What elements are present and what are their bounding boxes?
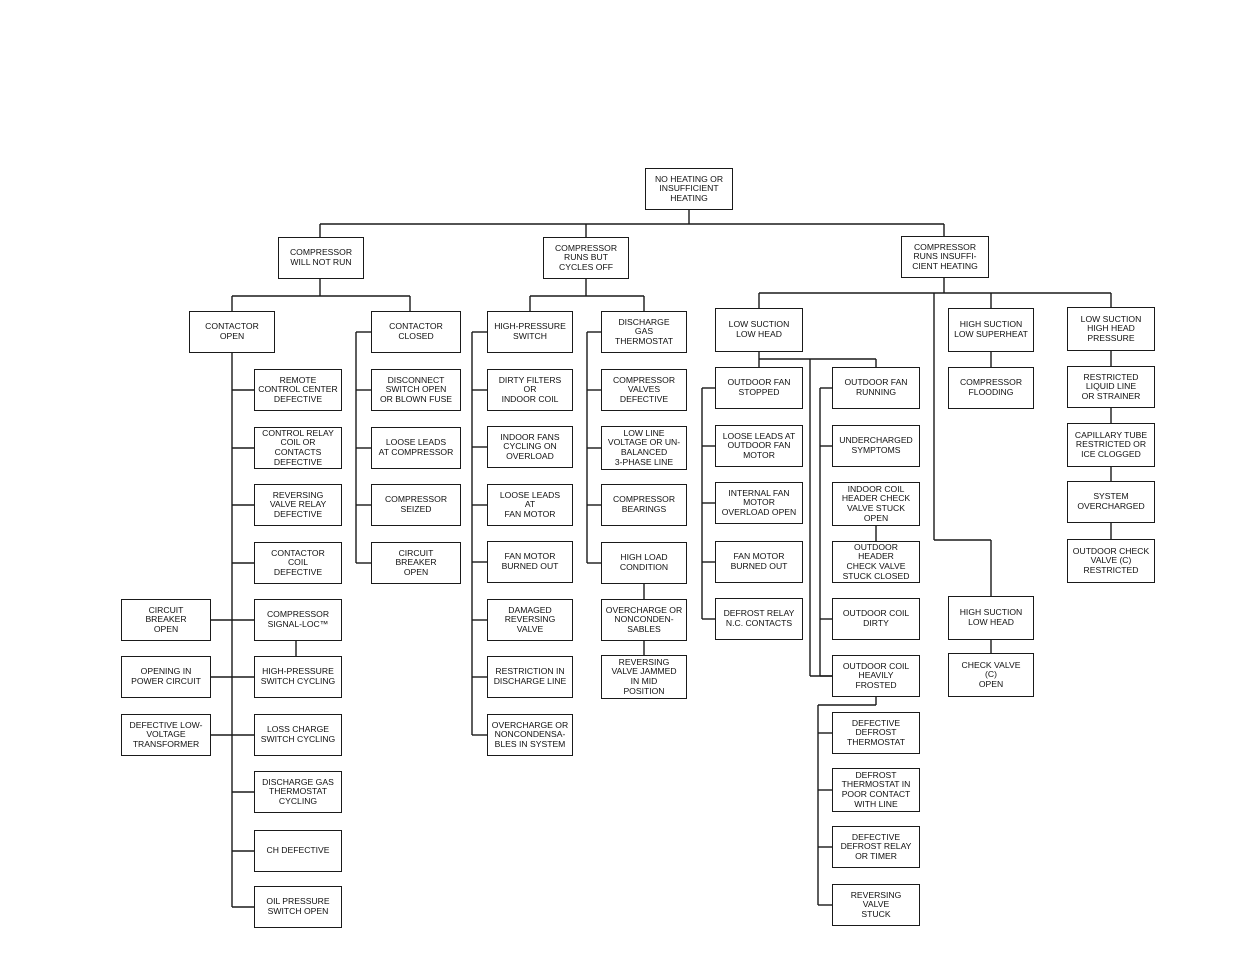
node-loss-charge-switch: LOSS CHARGE SWITCH CYCLING [254, 714, 342, 756]
node-high-load-condition: HIGH LOAD CONDITION [601, 542, 687, 584]
node-oil-pressure-switch: OIL PRESSURE SWITCH OPEN [254, 886, 342, 928]
node-overcharge-system: OVERCHARGE OR NONCONDENSA- BLES IN SYSTE… [487, 714, 573, 756]
node-restricted-liquid-line: RESTRICTED LIQUID LINE OR STRAINER [1067, 366, 1155, 408]
node-defrost-thermostat-poor-contact: DEFROST THERMOSTAT IN POOR CONTACT WITH … [832, 768, 920, 812]
node-outdoor-fan-stopped: OUTDOOR FAN STOPPED [715, 367, 803, 409]
node-no-heating: NO HEATING OR INSUFFICIENT HEATING [645, 168, 733, 210]
node-discharge-gas-thermostat: DISCHARGE GAS THERMOSTAT [601, 311, 687, 353]
node-compressor-signal-loc: COMPRESSOR SIGNAL-LOC™ [254, 599, 342, 641]
node-fan-motor-burned-out-outdoor: FAN MOTOR BURNED OUT [715, 541, 803, 583]
node-ch-defective: CH DEFECTIVE [254, 830, 342, 872]
node-high-suction-low-head: HIGH SUCTION LOW HEAD [948, 596, 1034, 640]
node-loose-leads-outdoor-fan: LOOSE LEADS AT OUTDOOR FAN MOTOR [715, 425, 803, 467]
node-dirty-filters: DIRTY FILTERS OR INDOOR COIL [487, 369, 573, 411]
node-defrost-relay-nc: DEFROST RELAY N.C. CONTACTS [715, 598, 803, 640]
node-loose-leads-compressor: LOOSE LEADS AT COMPRESSOR [371, 427, 461, 469]
node-outdoor-coil-frosted: OUTDOOR COIL HEAVILY FROSTED [832, 655, 920, 697]
node-damaged-reversing-valve: DAMAGED REVERSING VALVE [487, 599, 573, 641]
node-contactor-open: CONTACTOR OPEN [189, 311, 275, 353]
node-circuit-breaker-open-left: CIRCUIT BREAKER OPEN [121, 599, 211, 641]
node-compressor-bearings: COMPRESSOR BEARINGS [601, 484, 687, 526]
node-reversing-valve-stuck: REVERSING VALVE STUCK [832, 884, 920, 926]
node-compressor-seized: COMPRESSOR SEIZED [371, 484, 461, 526]
node-low-suction-high-head: LOW SUCTION HIGH HEAD PRESSURE [1067, 307, 1155, 351]
node-defective-transformer: DEFECTIVE LOW- VOLTAGE TRANSFORMER [121, 714, 211, 756]
node-contactor-closed: CONTACTOR CLOSED [371, 311, 461, 353]
node-reversing-valve-relay: REVERSING VALVE RELAY DEFECTIVE [254, 484, 342, 526]
node-system-overcharged: SYSTEM OVERCHARGED [1067, 481, 1155, 523]
node-outdoor-coil-dirty: OUTDOOR COIL DIRTY [832, 598, 920, 640]
node-low-line-voltage: LOW LINE VOLTAGE OR UN- BALANCED 3-PHASE… [601, 426, 687, 470]
node-circuit-breaker-open: CIRCUIT BREAKER OPEN [371, 542, 461, 584]
node-discharge-gas-cycling: DISCHARGE GAS THERMOSTAT CYCLING [254, 771, 342, 813]
node-control-relay: CONTROL RELAY COIL OR CONTACTS DEFECTIVE [254, 427, 342, 469]
node-outdoor-header-check-valve: OUTDOOR HEADER CHECK VALVE STUCK CLOSED [832, 541, 920, 583]
node-defective-defrost-relay: DEFECTIVE DEFROST RELAY OR TIMER [832, 826, 920, 868]
node-compressor-valves: COMPRESSOR VALVES DEFECTIVE [601, 369, 687, 411]
node-low-suction-low-head: LOW SUCTION LOW HEAD [715, 308, 803, 352]
node-indoor-coil-header: INDOOR COIL HEADER CHECK VALVE STUCK OPE… [832, 482, 920, 526]
node-compressor-flooding: COMPRESSOR FLOODING [948, 367, 1034, 409]
node-opening-power-circuit: OPENING IN POWER CIRCUIT [121, 656, 211, 698]
node-disconnect-switch: DISCONNECT SWITCH OPEN OR BLOWN FUSE [371, 369, 461, 411]
node-runs-but-cycles-off: COMPRESSOR RUNS BUT CYCLES OFF [543, 237, 629, 279]
node-compressor-will-not-run: COMPRESSOR WILL NOT RUN [278, 237, 364, 279]
node-reversing-valve-jammed: REVERSING VALVE JAMMED IN MID POSITION [601, 655, 687, 699]
node-high-suction-low-superheat: HIGH SUCTION LOW SUPERHEAT [948, 308, 1034, 352]
node-remote-control-center: REMOTE CONTROL CENTER DEFECTIVE [254, 369, 342, 411]
node-overcharge-nonconden-sables: OVERCHARGE OR NONCONDEN- SABLES [601, 599, 687, 641]
node-contactor-coil: CONTACTOR COIL DEFECTIVE [254, 542, 342, 584]
node-indoor-fans-cycling: INDOOR FANS CYCLING ON OVERLOAD [487, 426, 573, 468]
node-fan-motor-burned-out: FAN MOTOR BURNED OUT [487, 541, 573, 583]
node-loose-leads-fan-motor: LOOSE LEADS AT FAN MOTOR [487, 484, 573, 526]
node-capillary-tube: CAPILLARY TUBE RESTRICTED OR ICE CLOGGED [1067, 423, 1155, 467]
node-check-valve-open: CHECK VALVE (C) OPEN [948, 653, 1034, 697]
node-undercharged-symptoms: UNDERCHARGED SYMPTOMS [832, 425, 920, 467]
node-defective-defrost-thermostat: DEFECTIVE DEFROST THERMOSTAT [832, 712, 920, 754]
node-hp-switch: HIGH-PRESSURE SWITCH [487, 311, 573, 353]
node-outdoor-fan-running: OUTDOOR FAN RUNNING [832, 367, 920, 409]
node-runs-insufficient-heating: COMPRESSOR RUNS INSUFFI- CIENT HEATING [901, 236, 989, 278]
node-internal-fan-motor: INTERNAL FAN MOTOR OVERLOAD OPEN [715, 482, 803, 524]
node-hp-switch-cycling: HIGH-PRESSURE SWITCH CYCLING [254, 656, 342, 698]
node-outdoor-check-valve: OUTDOOR CHECK VALVE (C) RESTRICTED [1067, 539, 1155, 583]
node-restriction-discharge-line: RESTRICTION IN DISCHARGE LINE [487, 656, 573, 698]
